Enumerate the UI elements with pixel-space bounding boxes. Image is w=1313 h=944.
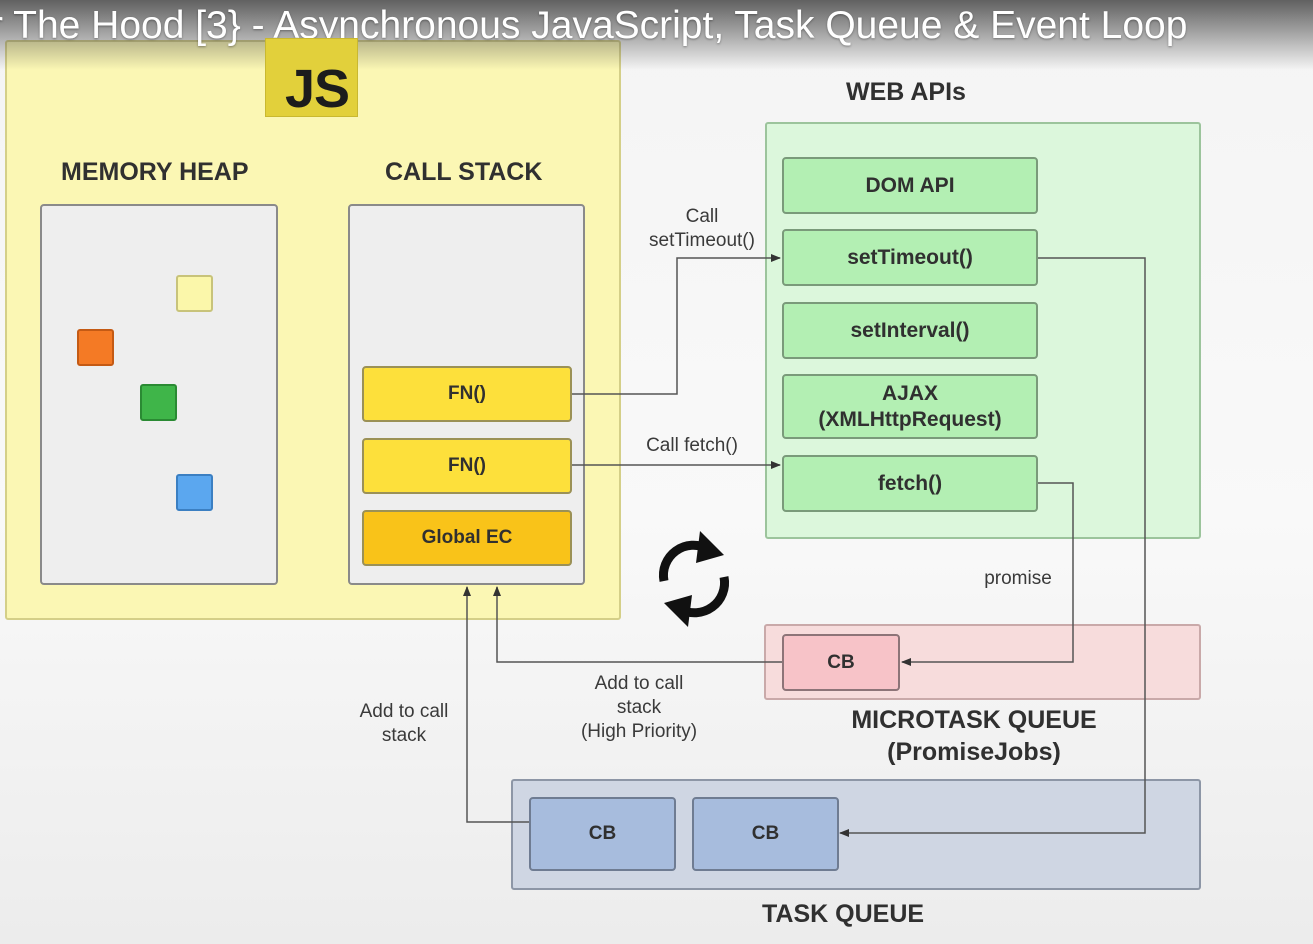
call-stack-label: CALL STACK bbox=[385, 158, 543, 186]
web-api-setinterval: setInterval() bbox=[782, 302, 1038, 359]
web-api-ajax: AJAX (XMLHttpRequest) bbox=[782, 374, 1038, 439]
js-logo: JS bbox=[265, 38, 358, 119]
web-apis-label: WEB APIs bbox=[846, 78, 966, 106]
stack-frame-fn: FN() bbox=[362, 366, 572, 422]
video-title-bar bbox=[0, 0, 1313, 70]
microtask-callback: CB bbox=[782, 634, 900, 691]
microtask-queue-label: MICROTASK QUEUE (PromiseJobs) bbox=[851, 706, 1097, 766]
edge-label-call-fetch: Call fetch() bbox=[646, 435, 738, 456]
edge-label-promise: promise bbox=[984, 568, 1052, 589]
web-api-dom: DOM API bbox=[782, 157, 1038, 214]
heap-object bbox=[77, 329, 114, 366]
js-logo-text: JS bbox=[284, 59, 350, 119]
edge-label-add-to-call-stack-high-priority: Add to call stack (High Priority) bbox=[580, 673, 698, 742]
edge-label-call-settimeout: Call setTimeout() bbox=[649, 206, 755, 251]
heap-object bbox=[140, 384, 177, 421]
stack-frame-global-ec: Global EC bbox=[362, 510, 572, 566]
web-api-settimeout: setTimeout() bbox=[782, 229, 1038, 286]
memory-heap-label: MEMORY HEAP bbox=[61, 158, 249, 186]
heap-object bbox=[176, 474, 213, 511]
task-queue-label: TASK QUEUE bbox=[762, 900, 925, 928]
video-title: r The Hood [3} - Asynchronous JavaScript… bbox=[0, 4, 1188, 47]
heap-object bbox=[176, 275, 213, 312]
stack-frame-fn: FN() bbox=[362, 438, 572, 494]
web-api-fetch: fetch() bbox=[782, 455, 1038, 512]
event-loop-icon bbox=[658, 531, 730, 627]
task-callback: CB bbox=[529, 797, 676, 871]
task-callback: CB bbox=[692, 797, 839, 871]
edge-label-add-to-call-stack: Add to call stack bbox=[359, 701, 449, 746]
